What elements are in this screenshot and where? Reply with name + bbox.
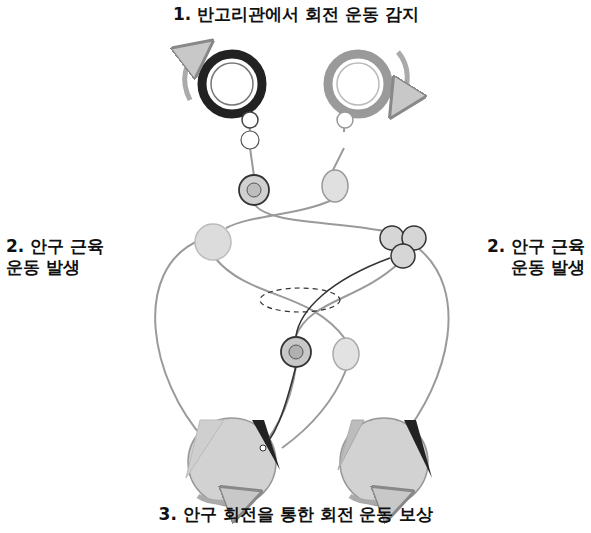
step-label: 3. 안구 회전을 통한 회전 운동 보상 bbox=[159, 504, 434, 525]
step-label: 1. 반고리관에서 회전 운동 감지 bbox=[173, 4, 419, 25]
step-label: 2. 안구 근육 운동 발생 bbox=[6, 236, 118, 279]
step-label: 2. 안구 근육 운동 발생 bbox=[473, 236, 585, 279]
